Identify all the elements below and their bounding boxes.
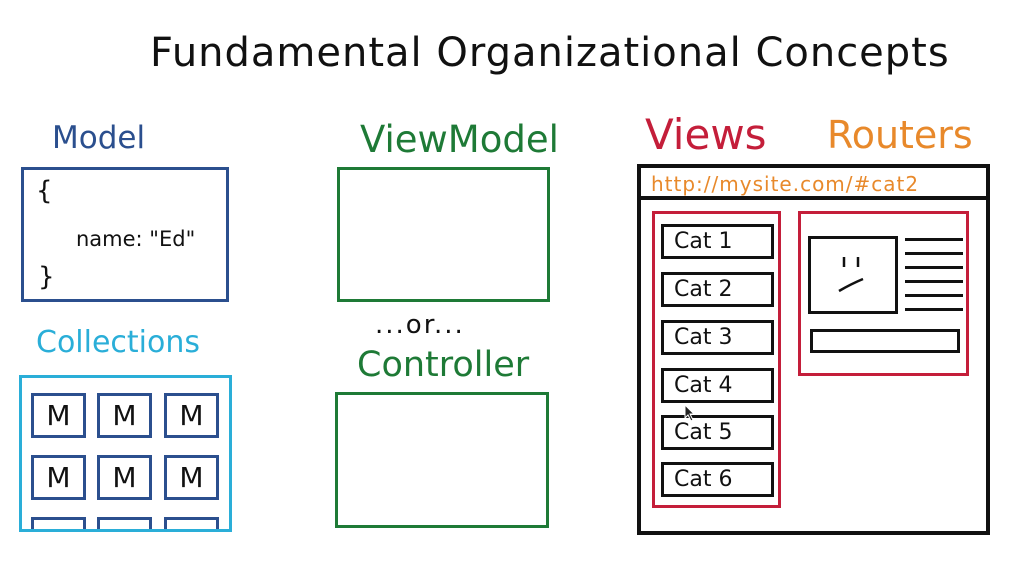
model-tile-partial (97, 517, 152, 529)
or-text: ...or... (375, 310, 465, 340)
model-attribute: name: "Ed" (76, 227, 196, 251)
model-tile: M (164, 455, 219, 500)
collections-heading: Collections (36, 325, 201, 360)
cat-item: Cat 1 (661, 224, 774, 259)
close-brace: } (38, 262, 55, 292)
cat-image-icon (808, 236, 898, 314)
page-title: Fundamental Organizational Concepts (150, 30, 950, 76)
cat-item: Cat 5 (661, 415, 774, 450)
cat-list-view: Cat 1 Cat 2 Cat 3 Cat 4 Cat 5 Cat 6 (652, 211, 781, 508)
model-box: { name: "Ed" } (21, 167, 229, 302)
cat-item: Cat 6 (661, 462, 774, 497)
model-tile: M (31, 455, 86, 500)
open-brace: { (36, 176, 53, 206)
viewmodel-box (337, 167, 550, 302)
viewmodel-heading: ViewModel (360, 118, 559, 161)
views-heading: Views (645, 110, 767, 159)
controller-heading: Controller (357, 345, 530, 385)
model-tile: M (97, 455, 152, 500)
model-tile-partial (164, 517, 219, 529)
url-text: http://mysite.com/#cat2 (651, 172, 920, 196)
browser-window: http://mysite.com/#cat2 (637, 164, 990, 535)
routers-heading: Routers (827, 113, 973, 157)
model-heading: Model (52, 120, 146, 156)
cat-item: Cat 2 (661, 272, 774, 307)
controller-box (335, 392, 549, 528)
cat-item: Cat 3 (661, 320, 774, 355)
mouse-cursor-icon (684, 403, 696, 426)
model-tile: M (31, 393, 86, 438)
url-bar: http://mysite.com/#cat2 (641, 168, 986, 200)
model-tile: M (97, 393, 152, 438)
cat-item: Cat 4 (661, 368, 774, 403)
model-tile-partial (31, 517, 86, 529)
cat-detail-view (798, 211, 969, 376)
collections-box: M M M M M M (19, 375, 232, 532)
model-tile: M (164, 393, 219, 438)
detail-bar (810, 329, 960, 353)
text-lines-icon (905, 238, 963, 316)
